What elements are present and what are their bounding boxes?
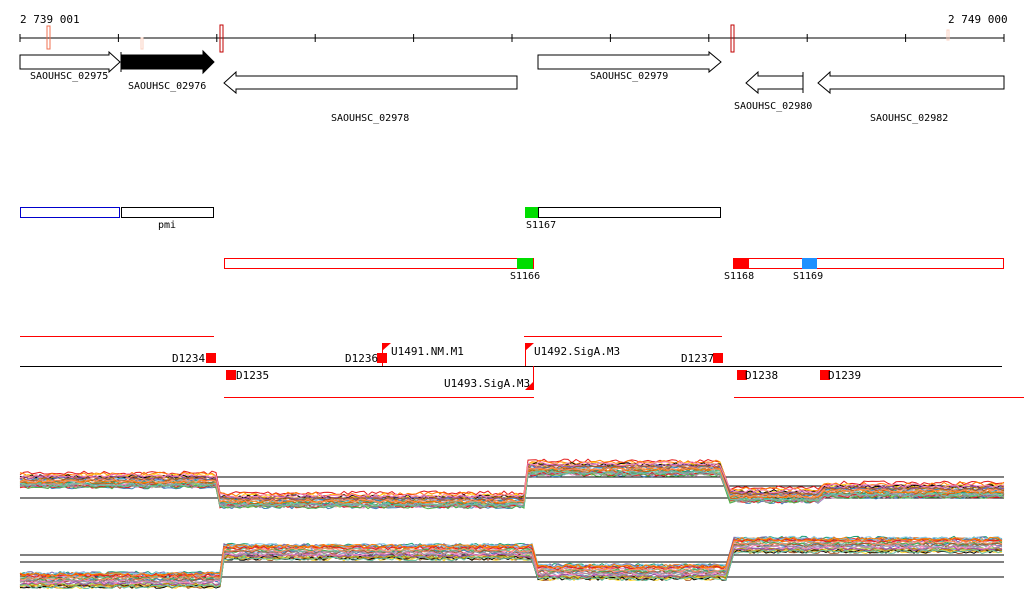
expression-trace — [19, 540, 1003, 581]
site-S1166[interactable] — [517, 258, 533, 269]
marker[interactable] — [946, 29, 950, 41]
expression-trace — [20, 549, 1003, 590]
expression-trace — [19, 536, 1003, 577]
gene-SAOUHSC_02978[interactable]: SAOUHSC_02978 — [223, 70, 518, 124]
site-S1167[interactable] — [525, 207, 538, 218]
breakpoint-label: D1234 — [172, 352, 205, 365]
promoter-U1493[interactable] — [525, 381, 534, 390]
gene-SAOUHSC_02976[interactable]: SAOUHSC_02976 — [120, 49, 215, 92]
expression-trace — [19, 471, 1005, 509]
gene-SAOUHSC_02982[interactable]: SAOUHSC_02982 — [817, 70, 1005, 124]
breakpoint-D1235[interactable] — [226, 370, 236, 380]
gene-SAOUHSC_02979[interactable]: SAOUHSC_02979 — [537, 50, 722, 82]
ruler-start-label: 2 739 001 — [20, 13, 80, 26]
site-label: S1168 — [724, 271, 754, 282]
operon-track: pmi S1167 S1166 S1168 S1169 — [20, 207, 1004, 282]
promoter-U1491[interactable] — [382, 343, 391, 351]
gene-track: SAOUHSC_02975 SAOUHSC_02976 SAOUHSC_0297… — [19, 49, 1005, 124]
promoter-U1492[interactable] — [525, 343, 534, 351]
breakpoint-D1238[interactable] — [737, 370, 747, 380]
expression-trace — [19, 540, 1003, 581]
promoter-label: U1493.SigA.M3 — [444, 377, 530, 390]
breakpoint-label: D1237 — [681, 352, 714, 365]
ruler-end-label: 2 749 000 — [948, 13, 1008, 26]
marker[interactable] — [219, 24, 224, 53]
breakpoint-D1237[interactable] — [713, 353, 723, 363]
promoter-label: U1491.NM.M1 — [391, 345, 464, 358]
expression-profiles — [19, 458, 1005, 590]
site-label: S1167 — [526, 220, 556, 231]
segment-track: D1234 D1235 D1236 U1491.NM.M1 U1492.SigA… — [20, 336, 1024, 398]
marker[interactable] — [140, 37, 144, 50]
expression-trace — [19, 463, 1005, 500]
coordinate-ruler: 2 739 001 2 749 000 — [19, 13, 1008, 53]
expression-trace — [19, 461, 1005, 499]
gene-SAOUHSC_02975[interactable]: SAOUHSC_02975 — [19, 50, 121, 82]
operon-label: pmi — [158, 220, 176, 231]
operon-pmi[interactable] — [121, 207, 214, 218]
breakpoint-label: D1238 — [745, 369, 778, 382]
expression-trace — [19, 543, 1003, 584]
expression-trace — [19, 472, 1005, 510]
breakpoint-label: D1239 — [828, 369, 861, 382]
svg-text:SAOUHSC_02975: SAOUHSC_02975 — [30, 71, 108, 82]
operon-box[interactable] — [224, 258, 534, 269]
svg-text:SAOUHSC_02982: SAOUHSC_02982 — [870, 113, 948, 124]
breakpoint-label: D1235 — [236, 369, 269, 382]
site-S1168[interactable] — [733, 258, 748, 269]
breakpoint-D1234[interactable] — [206, 353, 216, 363]
site-S1169[interactable] — [802, 258, 817, 269]
svg-text:SAOUHSC_02980: SAOUHSC_02980 — [734, 101, 812, 112]
svg-text:SAOUHSC_02979: SAOUHSC_02979 — [590, 71, 668, 82]
expression-trace — [19, 466, 1005, 504]
marker[interactable] — [46, 25, 51, 50]
expression-trace — [19, 470, 1005, 508]
breakpoint-label: D1236 — [345, 352, 378, 365]
marker[interactable] — [730, 24, 735, 53]
promoter-label: U1492.SigA.M3 — [534, 345, 620, 358]
expression-trace — [19, 466, 1005, 504]
operon-box[interactable] — [538, 207, 721, 218]
expression-trace — [19, 464, 1005, 502]
svg-text:SAOUHSC_02976: SAOUHSC_02976 — [128, 81, 206, 92]
site-label: S1166 — [510, 271, 540, 282]
breakpoint-D1239[interactable] — [820, 370, 830, 380]
operon-box[interactable] — [748, 258, 1004, 269]
operon-box[interactable] — [20, 207, 120, 218]
svg-text:SAOUHSC_02978: SAOUHSC_02978 — [331, 113, 409, 124]
gene-SAOUHSC_02980[interactable]: SAOUHSC_02980 — [734, 70, 812, 112]
site-label: S1169 — [793, 271, 823, 282]
